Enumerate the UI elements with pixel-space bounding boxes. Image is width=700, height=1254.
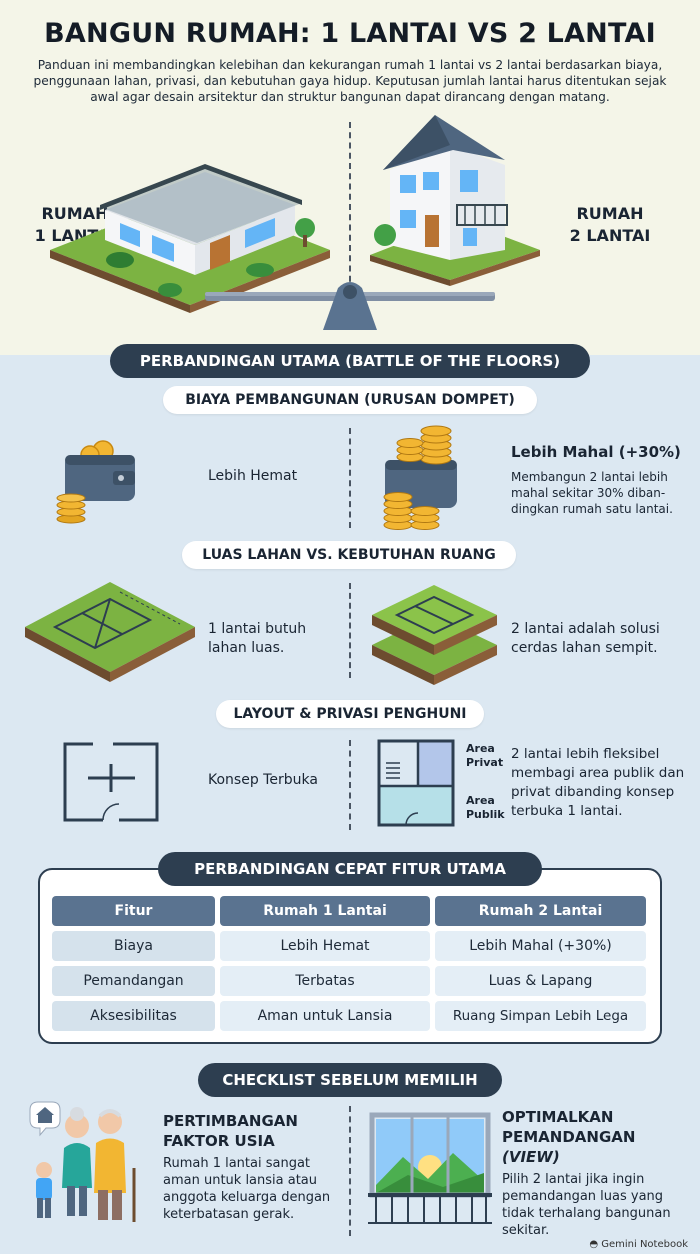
table-cell: Aman untuk Lansia (220, 1001, 430, 1031)
land-left-text: 1 lantai butuh lahan luas. (208, 621, 307, 656)
table-header-two-story: Rumah 2 Lantai (435, 896, 646, 926)
table-cell: Lebih Mahal (+30%) (435, 931, 646, 961)
open-floorplan-icon (63, 742, 159, 822)
layout-heading: LAYOUT & PRIVASI PENGHUNI (216, 700, 484, 728)
brand-logo-icon: ◓ (589, 1239, 599, 1250)
private-area-label: Area Privat (466, 742, 504, 769)
table-header-one-story: Rumah 1 Lantai (220, 896, 430, 926)
table-cell: Aksesibilitas (52, 1001, 215, 1031)
age-factor-title: PERTIMBANGAN FAKTOR USIA (163, 1112, 298, 1150)
table-cell: Luas & Lapang (435, 966, 646, 996)
checklist-title: CHECKLIST SEBELUM MEMILIH (198, 1063, 502, 1097)
zoned-floorplan-icon (377, 739, 455, 827)
coin-stack-wallet-icon (383, 425, 457, 530)
cost-heading: BIAYA PEMBANGUNAN (URUSAN DOMPET) (163, 386, 537, 414)
hero-divider (349, 122, 351, 292)
wallet-coins-icon (56, 440, 135, 524)
table-cell: Ruang Simpan Lebih Lega (435, 1001, 646, 1031)
cost-right-title: Lebih Mahal (+30%) (511, 443, 681, 461)
seesaw-icon (205, 282, 495, 330)
cost-left-text: Lebih Hemat (208, 468, 298, 484)
elderly-family-icon (29, 1101, 136, 1222)
cost-divider (349, 428, 351, 528)
two-story-house-icon (370, 115, 540, 286)
stacked-land-icon (372, 585, 497, 685)
land-heading: LUAS LAHAN VS. KEBUTUHAN RUANG (182, 541, 516, 569)
layout-left-text: Konsep Terbuka (208, 772, 318, 788)
intro-text: Panduan ini membandingkan kelebihan dan … (33, 58, 667, 104)
view-desc: Pilih 2 lantai jika ingin pemandangan lu… (502, 1172, 671, 1238)
layout-divider (349, 740, 351, 830)
cost-right-desc: Membangun 2 lantai lebih mahal sekitar 3… (511, 470, 673, 516)
land-divider (349, 583, 351, 678)
table-cell: Pemandangan (52, 966, 215, 996)
window-view-icon (368, 1112, 492, 1224)
table-cell: Biaya (52, 931, 215, 961)
land-plot-icon (25, 582, 195, 682)
table-cell: Lebih Hemat (220, 931, 430, 961)
main-comparison-title: PERBANDINGAN UTAMA (BATTLE OF THE FLOORS… (110, 344, 590, 378)
two-story-label: RUMAH 2 LANTAI (569, 204, 651, 245)
table-header-feature: Fitur (52, 896, 215, 926)
page-title: BANGUN RUMAH: 1 LANTAI VS 2 LANTAI (44, 18, 656, 49)
land-right-text: 2 lantai adalah solusi cerdas lahan semp… (511, 621, 660, 656)
checklist-divider (349, 1106, 351, 1236)
view-title: OPTIMALKAN PEMANDANGAN (VIEW) (502, 1108, 636, 1166)
table-cell: Terbatas (220, 966, 430, 996)
quick-compare-title: PERBANDINGAN CEPAT FITUR UTAMA (158, 852, 542, 886)
public-area-label: Area Publik (466, 794, 505, 821)
layout-right-text: 2 lantai lebih fleksibel membagi area pu… (511, 746, 685, 819)
footer-brand: ◓ Gemini Notebook (589, 1239, 688, 1250)
age-factor-desc: Rumah 1 lantai sangat aman untuk lansia … (163, 1156, 331, 1222)
